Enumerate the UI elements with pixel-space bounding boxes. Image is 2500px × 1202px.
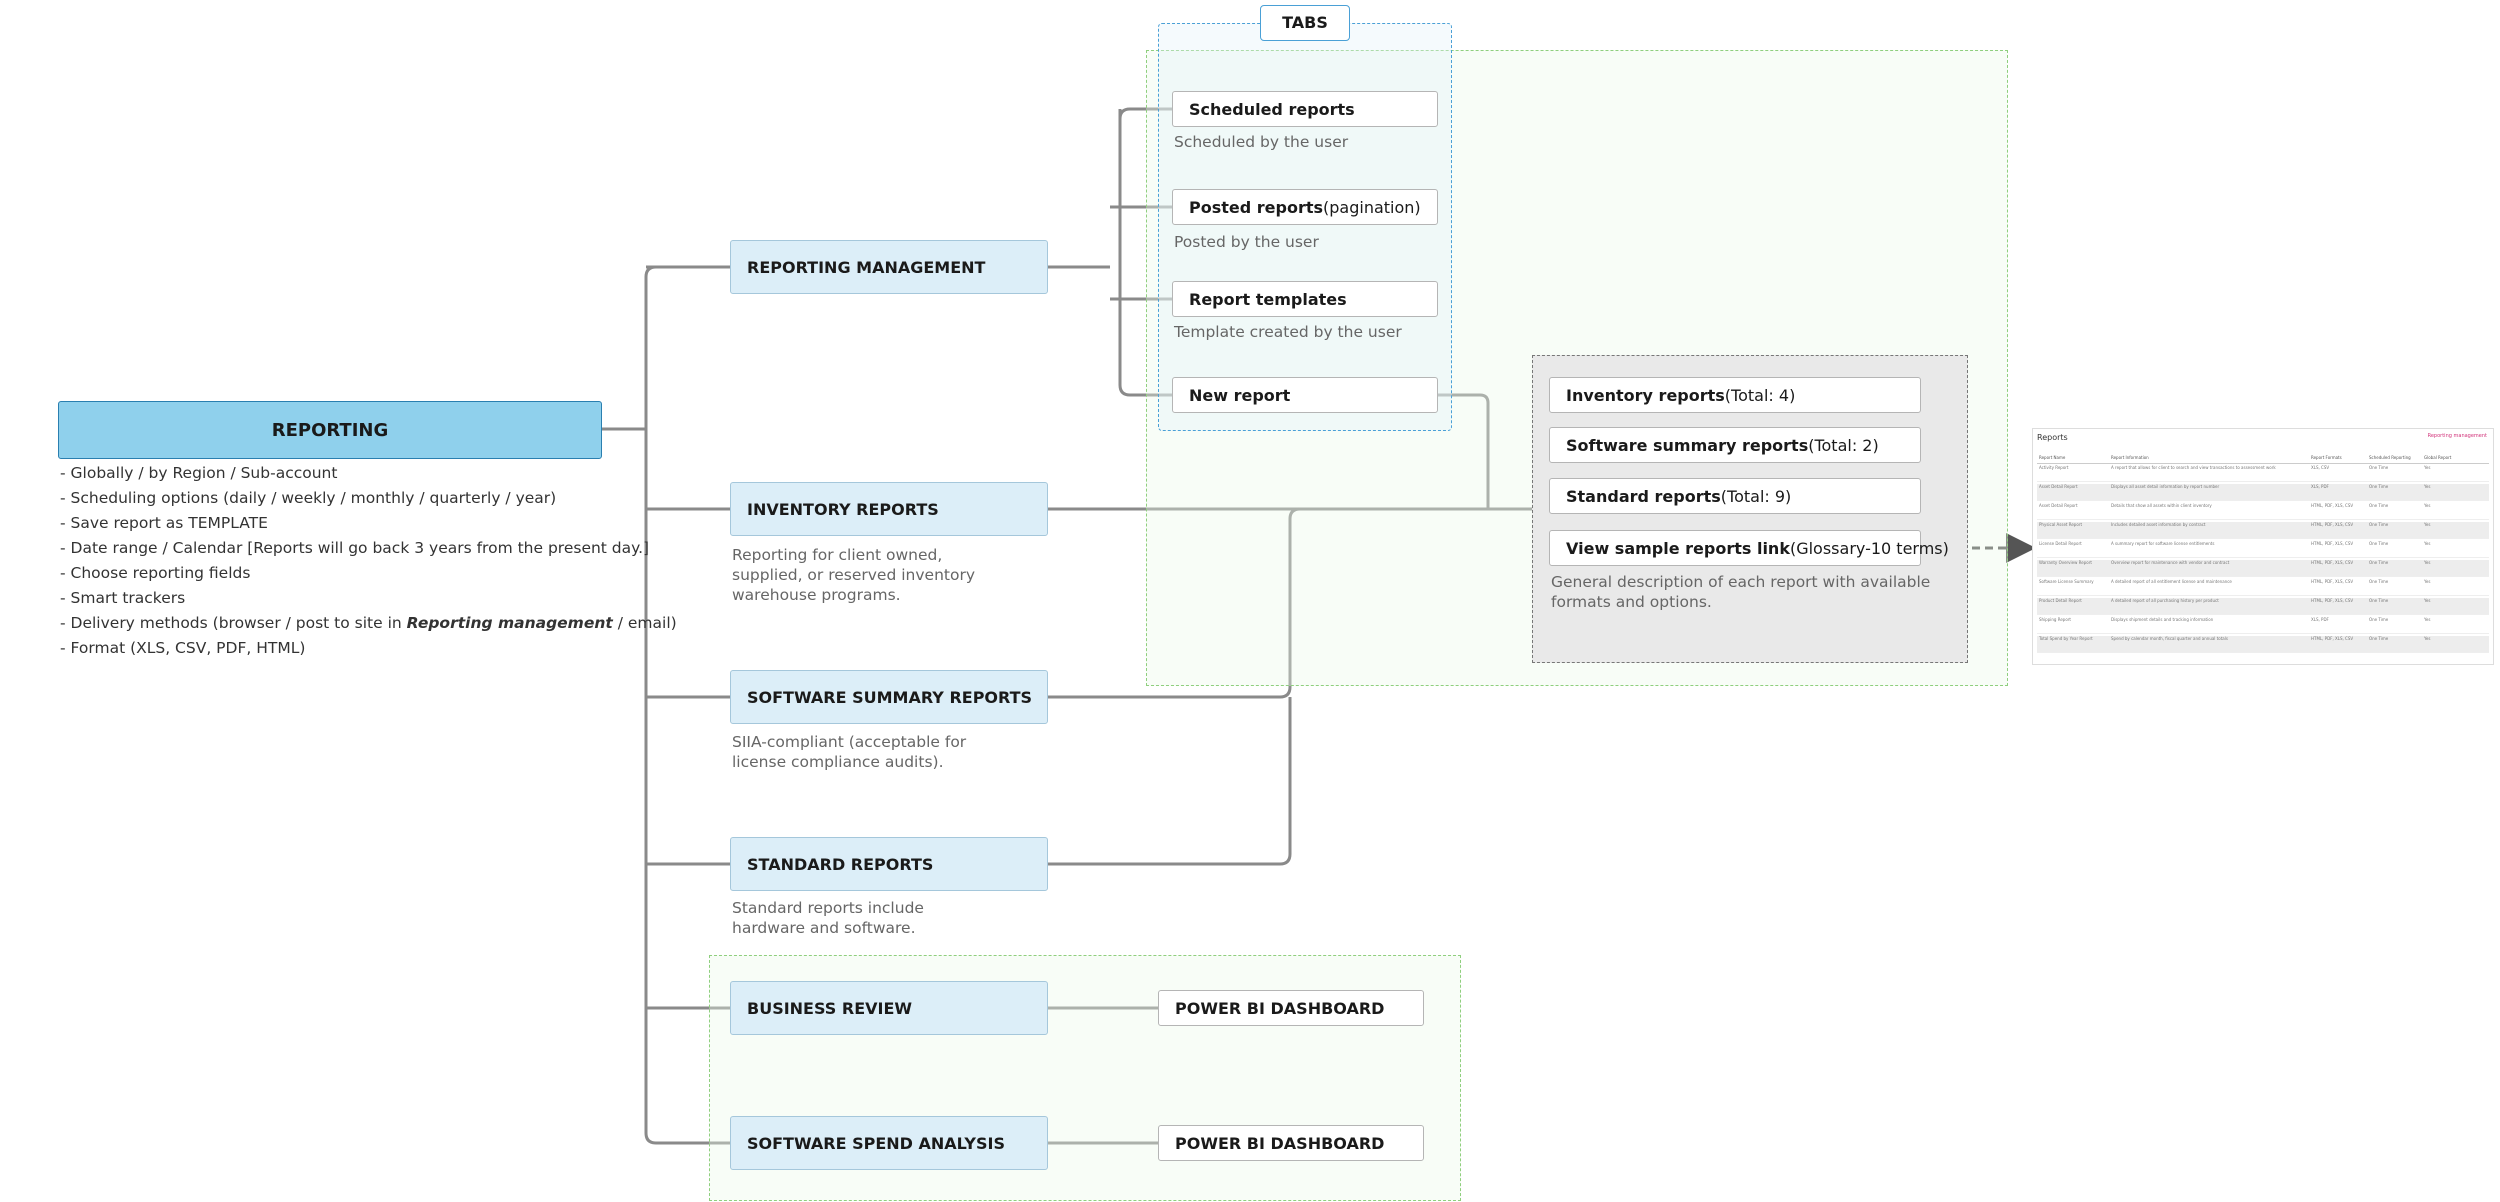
- summary-panel-description: General description of each report with …: [1551, 573, 1931, 611]
- sample-reports-thumbnail[interactable]: Reports Reporting management Report Name…: [2032, 428, 2494, 665]
- tab-description: Scheduled by the user: [1174, 133, 1349, 151]
- tab-new-report[interactable]: New report: [1172, 377, 1438, 413]
- standard-reports-description: Standard reports include hardware and so…: [732, 899, 924, 937]
- category-inventory-reports[interactable]: INVENTORY REPORTS: [730, 482, 1048, 536]
- tabs-label: TABS: [1260, 5, 1350, 41]
- feature-item: - Scheduling options (daily / weekly / m…: [60, 489, 557, 507]
- feature-item: - Format (XLS, CSV, PDF, HTML): [60, 639, 306, 657]
- inventory-reports-description: Reporting for client owned, supplied, or…: [732, 546, 975, 604]
- category-standard-reports[interactable]: STANDARD REPORTS: [730, 837, 1048, 891]
- tab-description: Posted by the user: [1174, 233, 1319, 251]
- reporting-root-node[interactable]: REPORTING: [58, 401, 602, 459]
- software-summary-description: SIIA-compliant (acceptable for license c…: [732, 733, 967, 771]
- thumbnail-title: Reports: [2037, 433, 2068, 442]
- feature-item: - Smart trackers: [60, 589, 186, 607]
- view-sample-reports-link[interactable]: View sample reports link (Glossary-10 te…: [1549, 530, 1949, 566]
- standard-reports-total-button[interactable]: Standard reports (Total: 9): [1549, 478, 1921, 514]
- category-business-review[interactable]: BUSINESS REVIEW: [730, 981, 1048, 1035]
- feature-item-delivery: - Delivery methods (browser / post to si…: [60, 614, 677, 632]
- tabs-region: [1158, 23, 1452, 431]
- tab-description: Template created by the user: [1174, 323, 1402, 341]
- category-software-summary-reports[interactable]: SOFTWARE SUMMARY REPORTS: [730, 670, 1048, 724]
- category-software-spend-analysis[interactable]: SOFTWARE SPEND ANALYSIS: [730, 1116, 1048, 1170]
- power-bi-dashboard-button[interactable]: POWER BI DASHBOARD: [1158, 990, 1424, 1026]
- feature-item: - Save report as TEMPLATE: [60, 514, 268, 532]
- tab-report-templates[interactable]: Report templates: [1172, 281, 1438, 317]
- root-features-list: - Globally / by Region / Sub-account - S…: [60, 461, 677, 661]
- power-bi-dashboard-button[interactable]: POWER BI DASHBOARD: [1158, 1125, 1424, 1161]
- tab-posted-reports[interactable]: Posted reports (pagination): [1172, 189, 1438, 225]
- feature-item: - Date range / Calendar [Reports will go…: [60, 539, 650, 557]
- software-summary-total-button[interactable]: Software summary reports (Total: 2): [1549, 427, 1921, 463]
- thumbnail-brand: Reporting management: [2427, 433, 2487, 439]
- inventory-reports-total-button[interactable]: Inventory reports (Total: 4): [1549, 377, 1921, 413]
- feature-item: - Choose reporting fields: [60, 564, 251, 582]
- feature-item: - Globally / by Region / Sub-account: [60, 464, 338, 482]
- tab-scheduled-reports[interactable]: Scheduled reports: [1172, 91, 1438, 127]
- root-label: REPORTING: [271, 419, 389, 441]
- thumbnail-header-row: Report Name Report Information Report Fo…: [2037, 455, 2489, 464]
- category-reporting-management[interactable]: REPORTING MANAGEMENT: [730, 240, 1048, 294]
